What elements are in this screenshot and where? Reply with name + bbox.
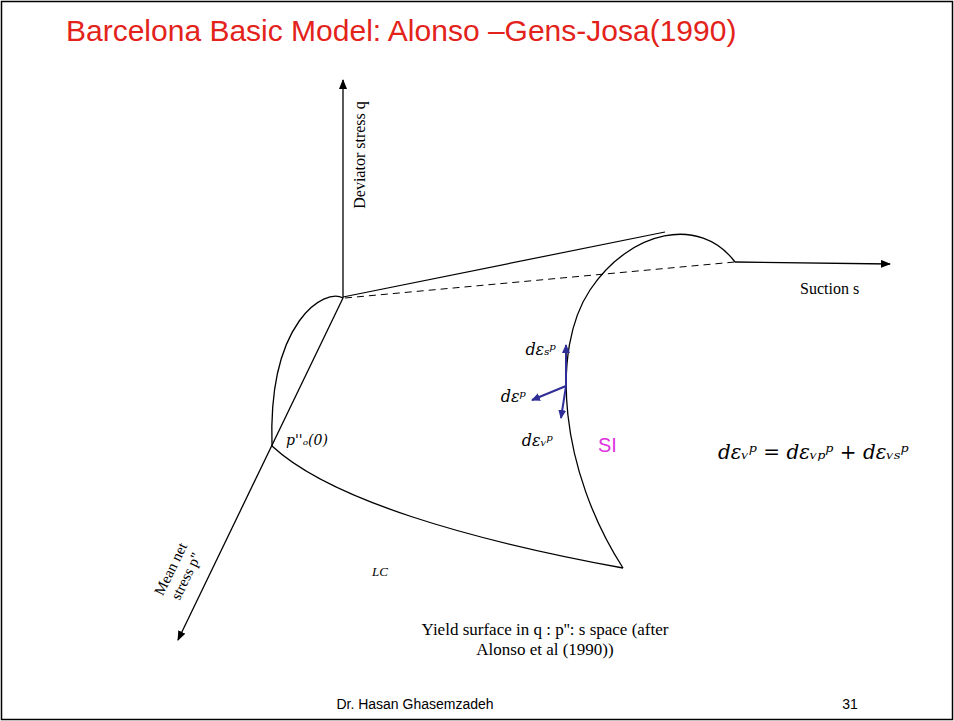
strain-label: dεᵖ: [501, 388, 526, 406]
mean-stress-axis: [178, 298, 343, 640]
strain-label: dεₛᵖ: [525, 341, 556, 359]
suction-axis-hidden: [345, 262, 735, 298]
strain-label: dεᵥᵖ: [522, 432, 553, 450]
slide-title: Barcelona Basic Model: Alonso –Gens-Josa…: [66, 14, 736, 49]
curve-label: LC: [372, 565, 388, 580]
yield-ellipse-s: [566, 234, 735, 568]
point-label: p''ₒ(0): [286, 432, 328, 448]
author-footer: Dr. Hasan Ghasemzadeh: [336, 696, 493, 712]
ridge-line: [343, 232, 665, 297]
figure-caption: Yield surface in q : p'': s space (after…: [410, 620, 680, 659]
strain-arrow-v: [561, 386, 566, 418]
axis-label: Suction s: [800, 280, 859, 298]
axis-label: Deviator stress q: [351, 101, 369, 209]
surface-label: SI: [598, 434, 617, 457]
q-axis: [342, 80, 343, 298]
lc-curve: [272, 446, 623, 568]
strain-arrow-s: [565, 345, 567, 386]
strain-arrow-total: [532, 386, 566, 400]
page-number: 31: [842, 696, 858, 712]
equation: dεᵥᵖ = dεᵥₚᵖ + dεᵥₛᵖ: [718, 441, 909, 464]
suction-axis: [735, 262, 890, 264]
axis-label: Mean net stress p'': [146, 529, 212, 616]
yield-ellipse-s0: [272, 296, 343, 446]
